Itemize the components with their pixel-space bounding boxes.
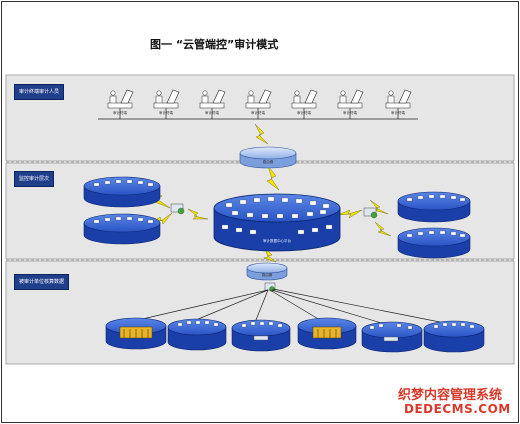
audited-unit-cylinder <box>167 318 227 351</box>
tier-label-terminals: 审计终端审计人员 <box>14 84 65 100</box>
terminal-workstation: 审计终端 <box>291 89 318 119</box>
lower-router-label: 路由器 <box>262 272 273 277</box>
terminal-label: 审计终端 <box>251 110 265 115</box>
side-cylinder-servers <box>93 179 466 238</box>
lightning-icon <box>254 123 269 145</box>
laptop-icon <box>304 89 318 104</box>
bottom-cylinder-servers <box>177 320 475 330</box>
laptop-icon <box>398 89 412 104</box>
audited-unit-cylinder <box>361 321 423 353</box>
central-db-label: 审计数据中心平台 <box>263 238 291 243</box>
terminal-workstation: 审计终端 <box>199 89 226 119</box>
audited-unit-cylinder <box>105 317 167 350</box>
audited-unit-cylinder <box>297 317 357 350</box>
left-switch <box>170 203 185 215</box>
laptop-icon <box>350 89 364 104</box>
tier-band-terminals <box>5 74 515 162</box>
lightning-icon <box>263 247 277 263</box>
terminal-label: 审计终端 <box>113 110 127 115</box>
laptop-icon <box>258 89 272 104</box>
left-lower-cylinder <box>83 213 161 245</box>
watermark-line1: 织梦内容管理系统 <box>398 388 503 403</box>
laptop-icon <box>166 89 180 104</box>
lightning-icon <box>187 208 209 220</box>
lightning-icon <box>374 221 392 237</box>
person-icon <box>340 90 346 96</box>
terminal-workstation: 审计终端 <box>337 89 364 119</box>
lightning-icon <box>369 199 389 215</box>
hub-links <box>137 288 456 326</box>
audited-unit-cylinder <box>423 320 485 353</box>
terminal-label: 审计终端 <box>159 110 173 115</box>
diagram-title: 图一 “云管端控”审计模式 <box>150 38 279 51</box>
terminal-label: 审计终端 <box>205 110 219 115</box>
top-router-label: 路由器 <box>263 159 274 164</box>
lower-router <box>246 262 288 281</box>
person-icon <box>156 90 162 96</box>
person-icon <box>248 90 254 96</box>
person-icon <box>294 90 300 96</box>
terminal-row: 审计终端 审计终端 审计终端 审计终端 审计终端 审计终端 审计终端 <box>107 89 412 119</box>
central-db-servers <box>221 196 333 235</box>
person-icon <box>388 90 394 96</box>
terminal-label: 审计终端 <box>343 110 357 115</box>
person-icon <box>110 90 116 96</box>
terminal-label: 审计终端 <box>297 110 311 115</box>
top-router <box>239 146 297 169</box>
terminal-label: 审计终端 <box>391 110 405 115</box>
audited-unit-cylinder <box>231 319 291 352</box>
terminal-workstation: 审计终端 <box>385 89 412 119</box>
terminal-workstation: 审计终端 <box>107 89 134 119</box>
tier-label-audited: 被审计单位核算数据 <box>14 274 70 290</box>
right-switch <box>363 207 378 219</box>
laptop-icon <box>212 89 226 104</box>
tier-label-monitoring: 监控审计层次 <box>14 171 55 187</box>
lightning-icon <box>337 209 363 219</box>
watermark-line2: DEDECMS.COM <box>404 402 511 416</box>
left-upper-cylinder <box>83 176 161 208</box>
person-icon <box>202 90 208 96</box>
terminal-workstation: 审计终端 <box>153 89 180 119</box>
laptop-icon <box>120 89 134 104</box>
lightning-icon <box>266 165 280 191</box>
terminal-workstation: 审计终端 <box>245 89 272 119</box>
